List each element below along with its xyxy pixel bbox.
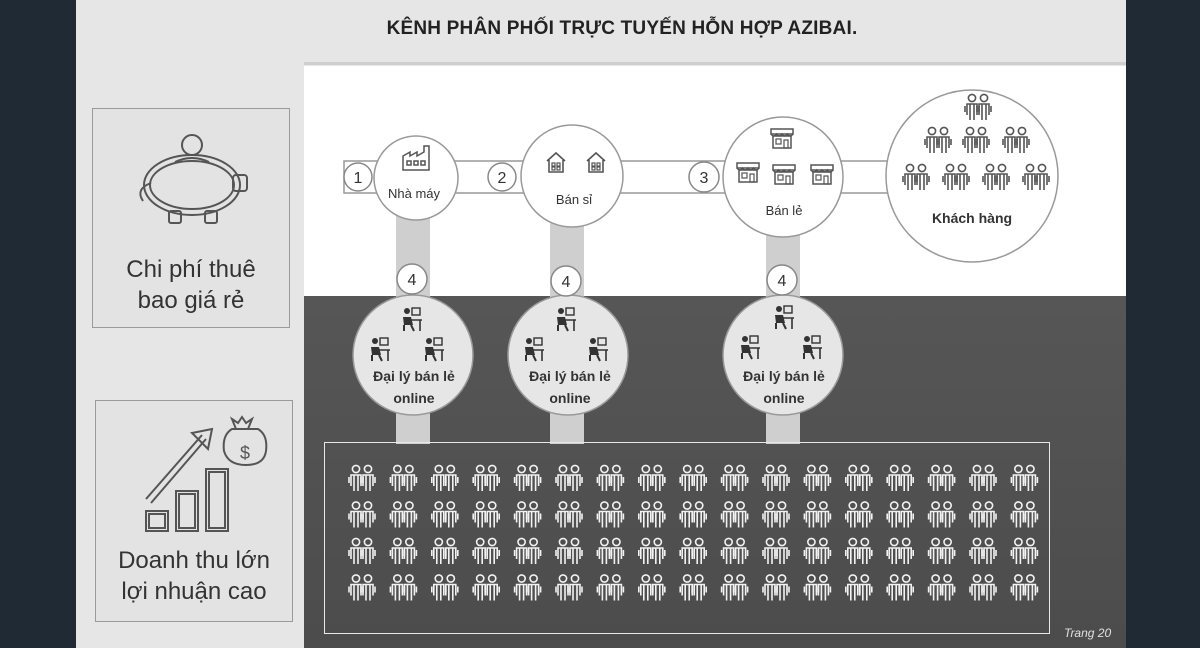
agent-2-number: 4 — [562, 274, 571, 291]
agent-1-label-2: online — [393, 390, 434, 406]
cost-box: Chi phí thuê bao giá rẻ — [92, 108, 290, 328]
customer-node: Khách hàng — [885, 89, 1059, 263]
step-1-label: Nhà máy — [388, 186, 441, 201]
chain-step-2: 2 Bán sỉ — [487, 124, 624, 228]
agent-3-label-2: online — [763, 390, 804, 406]
factory-icon — [402, 145, 430, 171]
slide-title: KÊNH PHÂN PHỐI TRỰC TUYẾN HỖN HỢP AZIBAI… — [386, 18, 858, 39]
revenue-box: $ Doanh thu lớn lợi nhuận cao — [95, 400, 293, 622]
svg-text:$: $ — [240, 443, 250, 463]
agent-2-label-2: online — [549, 390, 590, 406]
step-2-number: 2 — [498, 170, 507, 187]
online-customers-box — [324, 442, 1050, 634]
agent-3-number: 4 — [778, 273, 787, 290]
step-3-label: Bán lẻ — [766, 203, 803, 218]
chain-step-1: 1 Nhà máy — [343, 135, 459, 221]
revenue-label: Doanh thu lớn lợi nhuận cao — [118, 547, 270, 605]
step-1-number: 1 — [354, 170, 363, 187]
step-3-number: 3 — [700, 170, 709, 187]
step-2-label: Bán sỉ — [556, 192, 592, 207]
online-agent-3: Đại lý bán lẻ online 4 — [722, 264, 844, 416]
customer-label: Khách hàng — [932, 210, 1012, 226]
agent-2-label: Đại lý bán lẻ — [529, 368, 611, 384]
revenue-growth-icon: $ — [145, 415, 268, 532]
slide: KÊNH PHÂN PHỐI TRỰC TUYẾN HỖN HỢP AZIBAI… — [76, 0, 1126, 648]
piggy-bank-icon — [139, 134, 248, 224]
agent-1-label: Đại lý bán lẻ — [373, 368, 455, 384]
title-divider — [304, 62, 1126, 65]
distribution-diagram: 1 Nhà máy 2 Bán sỉ 3 Bán lẻ — [343, 89, 1059, 648]
cost-label: Chi phí thuê bao giá rẻ — [126, 256, 256, 314]
agent-3-label: Đại lý bán lẻ — [743, 368, 825, 384]
online-agent-1: Đại lý bán lẻ online 4 — [352, 263, 474, 416]
page-number: Trang 20 — [1064, 626, 1112, 640]
agent-1-number: 4 — [408, 272, 417, 289]
chain-step-3: 3 Bán lẻ — [688, 116, 844, 238]
online-agent-2: Đại lý bán lẻ online 4 — [507, 265, 629, 416]
